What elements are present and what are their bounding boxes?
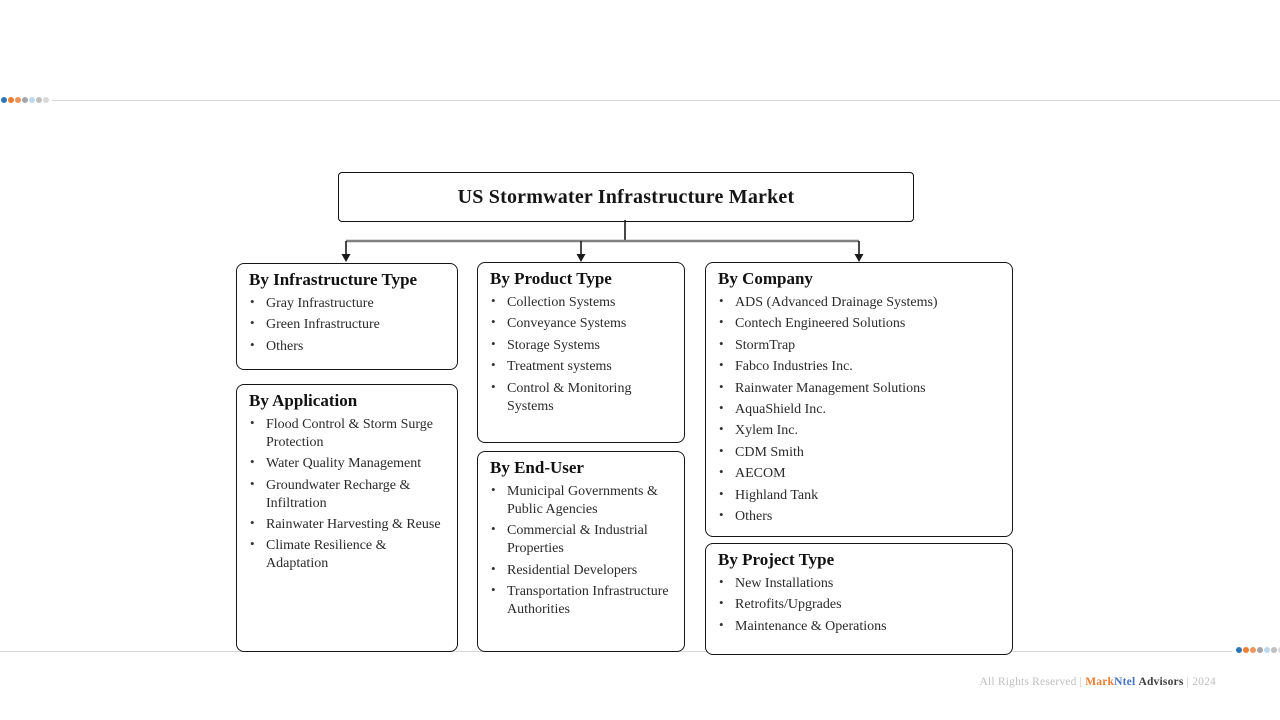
list-item: Control & Monitoring Systems	[490, 379, 676, 416]
list-item: StormTrap	[718, 336, 1004, 355]
list-item: Municipal Governments & Public Agencies	[490, 482, 676, 519]
footer-brand-advisors: Advisors	[1138, 676, 1184, 688]
decor-dot	[1271, 647, 1277, 653]
top-divider-line	[52, 100, 1280, 101]
section-by-company: By Company ADS (Advanced Drainage System…	[705, 262, 1013, 537]
list-item: Contech Engineered Solutions	[718, 314, 1004, 333]
list-item: Highland Tank	[718, 486, 1004, 505]
section-heading: By Application	[249, 391, 358, 410]
section-item-list: New InstallationsRetrofits/UpgradesMaint…	[718, 574, 1004, 636]
list-item: Groundwater Recharge & Infiltration	[249, 476, 449, 513]
section-item-list: Gray InfrastructureGreen InfrastructureO…	[249, 294, 449, 356]
list-item: Water Quality Management	[249, 454, 449, 473]
decor-dot	[36, 97, 42, 103]
decor-dot	[1, 97, 7, 103]
section-item-list: Flood Control & Storm Surge ProtectionWa…	[249, 415, 449, 573]
decor-dot	[1264, 647, 1270, 653]
decor-dot	[22, 97, 28, 103]
decor-dot	[1236, 647, 1242, 653]
list-item: Maintenance & Operations	[718, 617, 1004, 636]
decor-dots-bottom	[1236, 647, 1280, 653]
connector-arrow-middle	[576, 241, 586, 262]
section-heading: By Product Type	[490, 269, 612, 288]
list-item: Fabco Industries Inc.	[718, 357, 1004, 376]
list-item: Rainwater Harvesting & Reuse	[249, 515, 449, 534]
decor-dots-top	[1, 97, 49, 103]
section-by-infrastructure-type: By Infrastructure Type Gray Infrastructu…	[236, 263, 458, 370]
diagram-title: US Stormwater Infrastructure Market	[457, 185, 795, 208]
list-item: Transportation Infrastructure Authoritie…	[490, 582, 676, 619]
list-item: Others	[718, 507, 1004, 526]
list-item: Residential Developers	[490, 561, 676, 580]
footer-separator: |	[1079, 676, 1083, 688]
footer-year: 2024	[1192, 676, 1216, 688]
footer-separator: |	[1186, 676, 1190, 688]
decor-dot	[29, 97, 35, 103]
section-by-project-type: By Project Type New InstallationsRetrofi…	[705, 543, 1013, 655]
list-item: New Installations	[718, 574, 1004, 593]
footer-brand-ntel: Ntel	[1114, 676, 1136, 688]
list-item: Rainwater Management Solutions	[718, 379, 1004, 398]
decor-dot	[1250, 647, 1256, 653]
decor-dot	[1243, 647, 1249, 653]
section-by-product-type: By Product Type Collection SystemsConvey…	[477, 262, 685, 443]
list-item: Flood Control & Storm Surge Protection	[249, 415, 449, 452]
section-heading: By End-User	[490, 458, 584, 477]
list-item: Collection Systems	[490, 293, 676, 312]
section-heading: By Company	[718, 269, 813, 288]
section-heading: By Infrastructure Type	[249, 270, 418, 289]
list-item: AECOM	[718, 464, 1004, 483]
section-item-list: ADS (Advanced Drainage Systems) Contech E…	[718, 293, 1004, 526]
list-item: Climate Resilience & Adaptation	[249, 536, 449, 573]
list-item: CDM Smith	[718, 443, 1004, 462]
list-item: ADS (Advanced Drainage Systems)	[718, 293, 1004, 312]
footer-brand-mark: Mark	[1085, 676, 1115, 688]
decor-dot	[8, 97, 14, 103]
list-item: AquaShield Inc.	[718, 400, 1004, 419]
connector-arrow-right	[854, 241, 864, 262]
section-by-end-user: By End-User Municipal Governments & Publ…	[477, 451, 685, 652]
list-item: Commercial & Industrial Properties	[490, 521, 676, 558]
list-item: Xylem Inc.	[718, 421, 1004, 440]
list-item: Conveyance Systems	[490, 314, 676, 333]
list-item: Gray Infrastructure	[249, 294, 449, 313]
list-item: Others	[249, 337, 449, 356]
list-item: Green Infrastructure	[249, 315, 449, 334]
list-item: Storage Systems	[490, 336, 676, 355]
section-heading: By Project Type	[718, 550, 835, 569]
list-item: Treatment systems	[490, 357, 676, 376]
diagram-title-box: US Stormwater Infrastructure Market	[338, 172, 914, 222]
section-by-application: By Application Flood Control & Storm Sur…	[236, 384, 458, 652]
decor-dot	[1278, 647, 1280, 653]
section-item-list: Municipal Governments & Public AgenciesC…	[490, 482, 676, 619]
footer-copyright: All Rights Reserved | MarkNtel Advisors …	[979, 676, 1216, 688]
section-item-list: Collection SystemsConveyance SystemsStor…	[490, 293, 676, 416]
list-item: Retrofits/Upgrades	[718, 595, 1004, 614]
footer-rights-text: All Rights Reserved	[979, 676, 1077, 688]
decor-dot	[1257, 647, 1263, 653]
decor-dot	[15, 97, 21, 103]
decor-dot	[43, 97, 49, 103]
connector-arrow-left	[341, 241, 351, 262]
